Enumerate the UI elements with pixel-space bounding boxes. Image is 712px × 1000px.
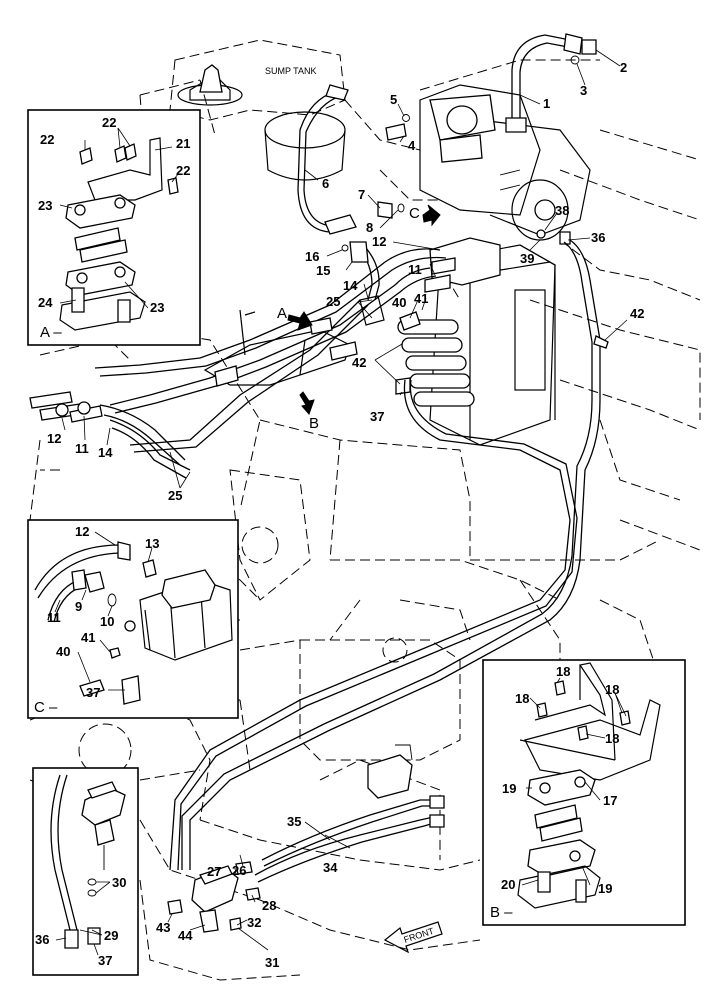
callout-12-left: 12 bbox=[47, 431, 61, 446]
callout-5: 5 bbox=[390, 92, 397, 107]
callout-b-18-lower: 18 bbox=[605, 731, 619, 746]
callout-c-10: 10 bbox=[100, 614, 114, 629]
callout-b-19-left: 19 bbox=[502, 781, 516, 796]
callout-8: 8 bbox=[366, 220, 373, 235]
callout-43: 43 bbox=[156, 920, 170, 935]
hose-6 bbox=[297, 84, 349, 233]
callout-44: 44 bbox=[178, 928, 193, 943]
callout-36: 36 bbox=[591, 230, 605, 245]
callout-25: 25 bbox=[326, 294, 340, 309]
callout-12: 12 bbox=[372, 234, 386, 249]
callout-7: 7 bbox=[358, 187, 365, 202]
callout-c-41: 41 bbox=[81, 630, 95, 645]
callout-37-center: 37 bbox=[370, 409, 384, 424]
view-b-arrow-label: B bbox=[309, 415, 319, 432]
callout-1: 1 bbox=[543, 96, 550, 111]
callout-11-left: 11 bbox=[75, 441, 89, 456]
callout-35: 35 bbox=[287, 814, 301, 829]
callout-11: 11 bbox=[408, 262, 422, 277]
callout-14: 14 bbox=[343, 278, 358, 293]
callout-16: 16 bbox=[305, 249, 319, 264]
callout-a-24: 24 bbox=[38, 295, 53, 310]
callout-42-center: 42 bbox=[352, 355, 366, 370]
callout-c-40: 40 bbox=[56, 644, 70, 659]
callout-41: 41 bbox=[414, 291, 428, 306]
callout-b-19-right: 19 bbox=[598, 881, 612, 896]
callout-27: 27 bbox=[207, 864, 221, 879]
control-valve bbox=[395, 229, 571, 446]
callout-34: 34 bbox=[323, 860, 338, 875]
callout-a-22-left: 22 bbox=[40, 132, 54, 147]
callout-6: 6 bbox=[322, 176, 329, 191]
callout-26: 26 bbox=[232, 863, 246, 878]
callout-b-18-left: 18 bbox=[515, 691, 529, 706]
view-c-arrow-label: C bbox=[409, 205, 420, 222]
callout-a-21: 21 bbox=[176, 136, 190, 151]
callout-b-20: 20 bbox=[501, 877, 515, 892]
callout-a-22-top: 22 bbox=[102, 115, 116, 130]
inset-pilot-detail bbox=[32, 767, 139, 976]
view-arrows: A B C bbox=[277, 204, 441, 432]
hoses-11-12 bbox=[94, 248, 447, 453]
callout-d-36: 36 bbox=[35, 932, 49, 947]
callout-31: 31 bbox=[265, 955, 279, 970]
callout-d-29: 29 bbox=[104, 928, 118, 943]
callout-b-18-top: 18 bbox=[556, 664, 570, 679]
inset-b: B – bbox=[482, 659, 686, 926]
inset-c: C – bbox=[27, 519, 239, 719]
callout-3: 3 bbox=[580, 83, 587, 98]
pilot-hoses-36-37 bbox=[169, 239, 609, 871]
valve-spools bbox=[397, 319, 475, 407]
callout-c-9: 9 bbox=[75, 599, 82, 614]
inset-c-caption: C – bbox=[34, 699, 58, 716]
front-arrow: FRONT bbox=[383, 921, 443, 954]
callout-32: 32 bbox=[247, 915, 261, 930]
pipe-bracket-assembly bbox=[203, 295, 385, 387]
view-a-arrow-label: A bbox=[277, 305, 287, 322]
callout-c-11: 11 bbox=[47, 610, 61, 625]
callout-14-left: 14 bbox=[98, 445, 113, 460]
inset-a: A – bbox=[27, 109, 201, 346]
callout-a-22-right: 22 bbox=[176, 163, 190, 178]
callout-25-left: 25 bbox=[168, 488, 182, 503]
callout-numbers: 1 2 3 4 5 6 7 8 12 11 16 15 14 25 40 41 … bbox=[35, 60, 644, 970]
hose-14-fittings bbox=[324, 201, 405, 301]
hydraulic-pump bbox=[419, 84, 591, 241]
callout-28: 28 bbox=[262, 898, 276, 913]
callout-d-37: 37 bbox=[98, 953, 112, 968]
callout-c-12: 12 bbox=[75, 524, 89, 539]
sump-tank: SUMP TANK bbox=[177, 64, 346, 181]
hose-ends-left bbox=[29, 391, 191, 479]
callout-a-23-right: 23 bbox=[150, 300, 164, 315]
callout-15: 15 bbox=[316, 263, 330, 278]
callout-a-23-left: 23 bbox=[38, 198, 52, 213]
hose-1 bbox=[505, 33, 597, 133]
sump-tank-label: SUMP TANK bbox=[265, 66, 317, 76]
callout-39: 39 bbox=[520, 251, 534, 266]
callout-38: 38 bbox=[555, 203, 569, 218]
callout-42: 42 bbox=[630, 306, 644, 321]
callout-b-18-right: 18 bbox=[605, 682, 619, 697]
fitting-4-5 bbox=[385, 114, 410, 141]
pilot-valve-assembly bbox=[167, 744, 445, 933]
inset-a-caption: A – bbox=[40, 324, 62, 341]
inset-b-caption: B – bbox=[490, 904, 513, 921]
callout-d-30: 30 bbox=[112, 875, 126, 890]
callout-2: 2 bbox=[620, 60, 627, 75]
callout-c-13: 13 bbox=[145, 536, 159, 551]
callout-c-37: 37 bbox=[86, 685, 100, 700]
leader-lines bbox=[54, 49, 628, 956]
callout-4: 4 bbox=[408, 138, 416, 153]
callout-b-17: 17 bbox=[603, 793, 617, 808]
callout-40: 40 bbox=[392, 295, 406, 310]
